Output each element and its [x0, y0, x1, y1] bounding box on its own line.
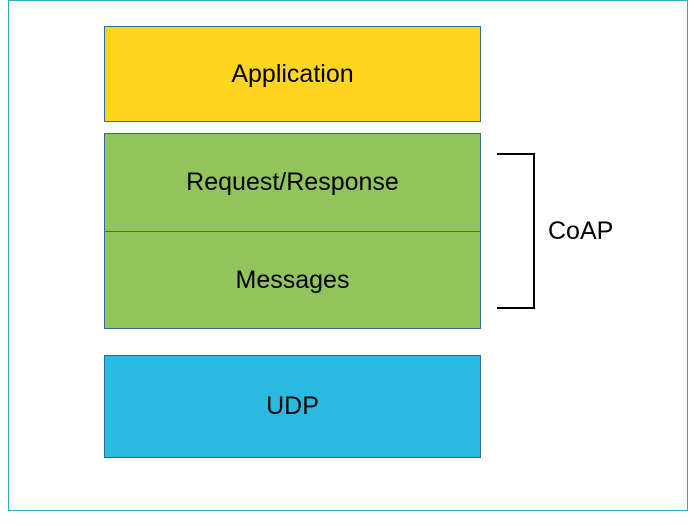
layer-box-messages: Messages — [104, 231, 481, 329]
layer-label-application: Application — [231, 59, 354, 88]
layer-label-udp: UDP — [266, 392, 319, 420]
layer-box-udp: UDP — [104, 355, 481, 458]
coap-bracket-icon — [497, 153, 535, 309]
coap-bracket-label: CoAP — [548, 217, 614, 245]
layer-box-application: Application — [104, 26, 481, 122]
layer-label-messages: Messages — [235, 265, 350, 294]
layer-box-request-response: Request/Response — [104, 133, 481, 232]
layer-label-request-response: Request/Response — [186, 168, 399, 196]
